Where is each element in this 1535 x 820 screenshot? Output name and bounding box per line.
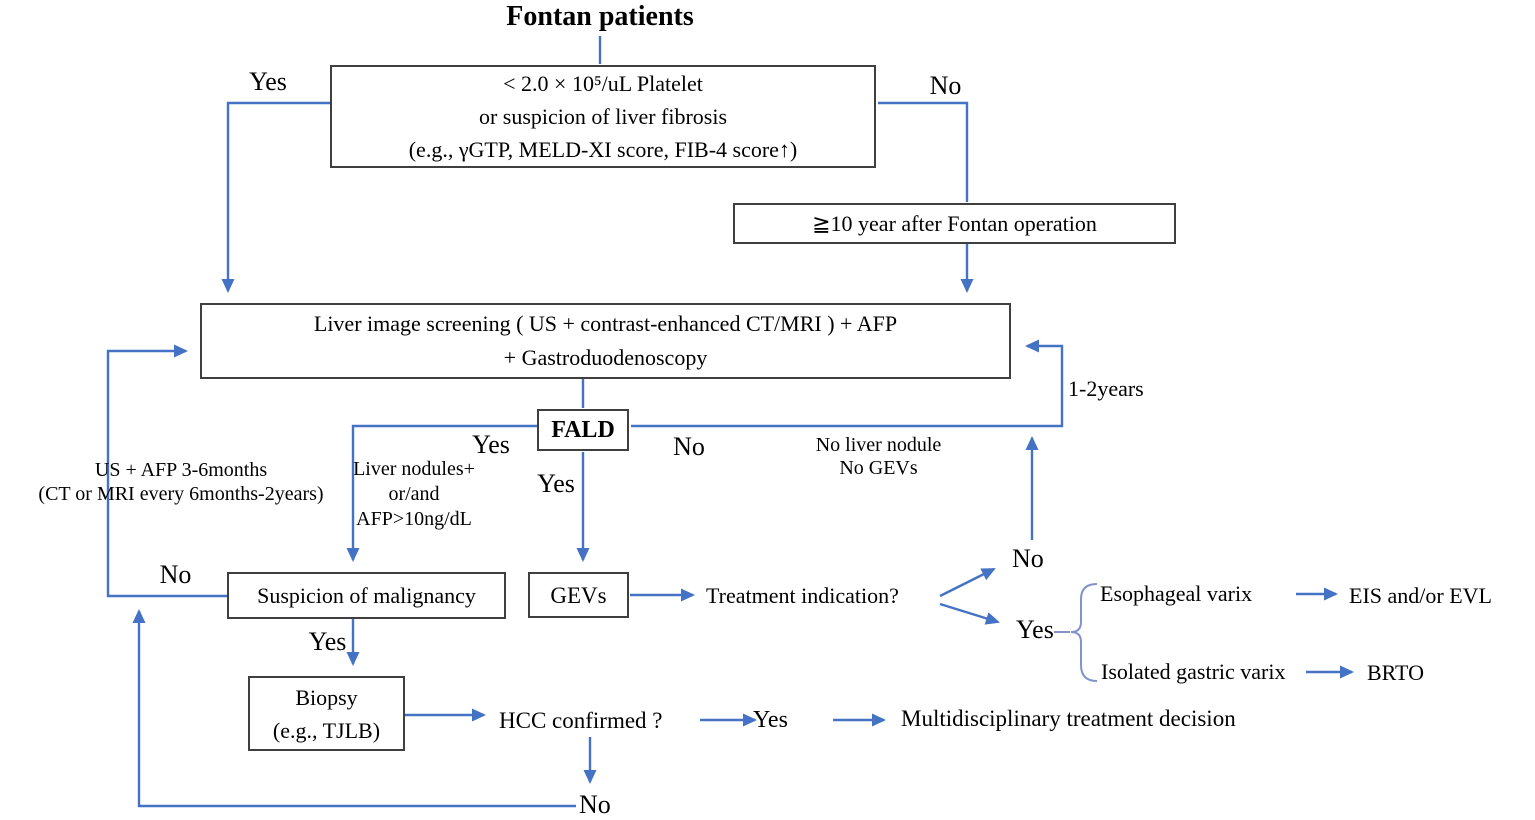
edge-treatment-no [939,567,996,598]
edge-treatment-yes [939,602,1000,625]
label-yes-treatment: Yes [1016,615,1054,644]
no-nodule-note-line1: No liver nodule [815,434,942,456]
page-title: Fontan patients [506,1,694,32]
biopsy-box-line2: (e.g., TJLB) [272,717,381,743]
platelet-box-line2: or suspicion of liver fibrosis [478,104,728,129]
platelet-box-line1: < 2.0 × 10⁵/uL Platelet [503,71,703,96]
interval-left-note-line1: US + AFP 3-6months [94,459,268,481]
suspicion-box: Suspicion of malignancy [227,572,506,619]
label-yes-fald-left: Yes [472,430,510,459]
edge-suspicion-no-loop [106,344,227,598]
label-interval-right: 1-2years [1068,376,1144,401]
fald-box-label: FALD [551,416,615,443]
label-no-platelet: No [929,71,962,100]
suspicion-box-label: Suspicion of malignancy [257,583,476,608]
label-esophageal-varix: Esophageal varix [1100,581,1253,606]
screening-box: Liver image screening ( US + contrast-en… [200,303,1011,379]
screening-box-line1: Liver image screening ( US + contrast-en… [313,311,898,336]
label-yes-hcc: Yes [753,707,788,733]
fald-box: FALD [537,409,629,451]
varix-brace [1070,583,1098,682]
liver-nodules-note-line2: or/and [388,483,440,505]
interval-left-note: US + AFP 3-6months (CT or MRI every 6mon… [26,458,336,506]
label-hcc-confirmed: HCC confirmed ? [499,708,663,733]
label-no-fald: No [673,432,705,461]
biopsy-box: Biopsy (e.g., TJLB) [248,676,405,751]
edge-hcc-no-loop [132,609,576,808]
liver-nodules-note-line3: AFP>10ng/dL [356,508,472,530]
ten-year-box-label: ≧10 year after Fontan operation [812,211,1097,236]
edge-no-platelet-tenyear [878,101,969,202]
no-nodule-note: No liver nodule No GEVs [797,434,960,480]
edge-fald-no-return-loop [631,339,1064,428]
gevs-box-label: GEVs [550,582,607,608]
label-treatment-indication: Treatment indication? [706,583,899,608]
platelet-box-line3: (e.g., γGTP, MELD-XI score, FIB-4 score↑… [408,137,798,162]
no-nodule-note-line2: No GEVs [839,457,918,479]
platelet-box: < 2.0 × 10⁵/uL Platelet or suspicion of … [330,65,876,168]
biopsy-box-line1: Biopsy [295,684,358,710]
label-yes-suspicion: Yes [308,627,347,656]
label-eis-evl: EIS and/or EVL [1349,583,1492,608]
label-brto: BRTO [1367,660,1424,685]
edge-yes-platelet-screening [221,101,330,293]
label-yes-fald-down: Yes [537,469,575,498]
liver-nodules-note: Liver nodules+ or/and AFP>10ng/dL [328,457,500,532]
gevs-box: GEVs [528,572,629,618]
screening-box-line2: + Gastroduodenoscopy [503,345,708,370]
label-no-treatment: No [1012,544,1044,573]
label-no-hcc: No [579,790,611,819]
label-multidisciplinary: Multidisciplinary treatment decision [901,706,1236,731]
ten-year-box: ≧10 year after Fontan operation [733,203,1176,244]
label-yes-platelet: Yes [249,67,287,96]
edge-fald-yes-suspicion [346,424,537,562]
label-no-suspicion: No [159,560,192,589]
liver-nodules-note-line1: Liver nodules+ [353,458,475,480]
interval-left-note-line2: (CT or MRI every 6months-2years) [38,483,324,505]
label-isolated-gastric-varix: Isolated gastric varix [1101,659,1286,684]
